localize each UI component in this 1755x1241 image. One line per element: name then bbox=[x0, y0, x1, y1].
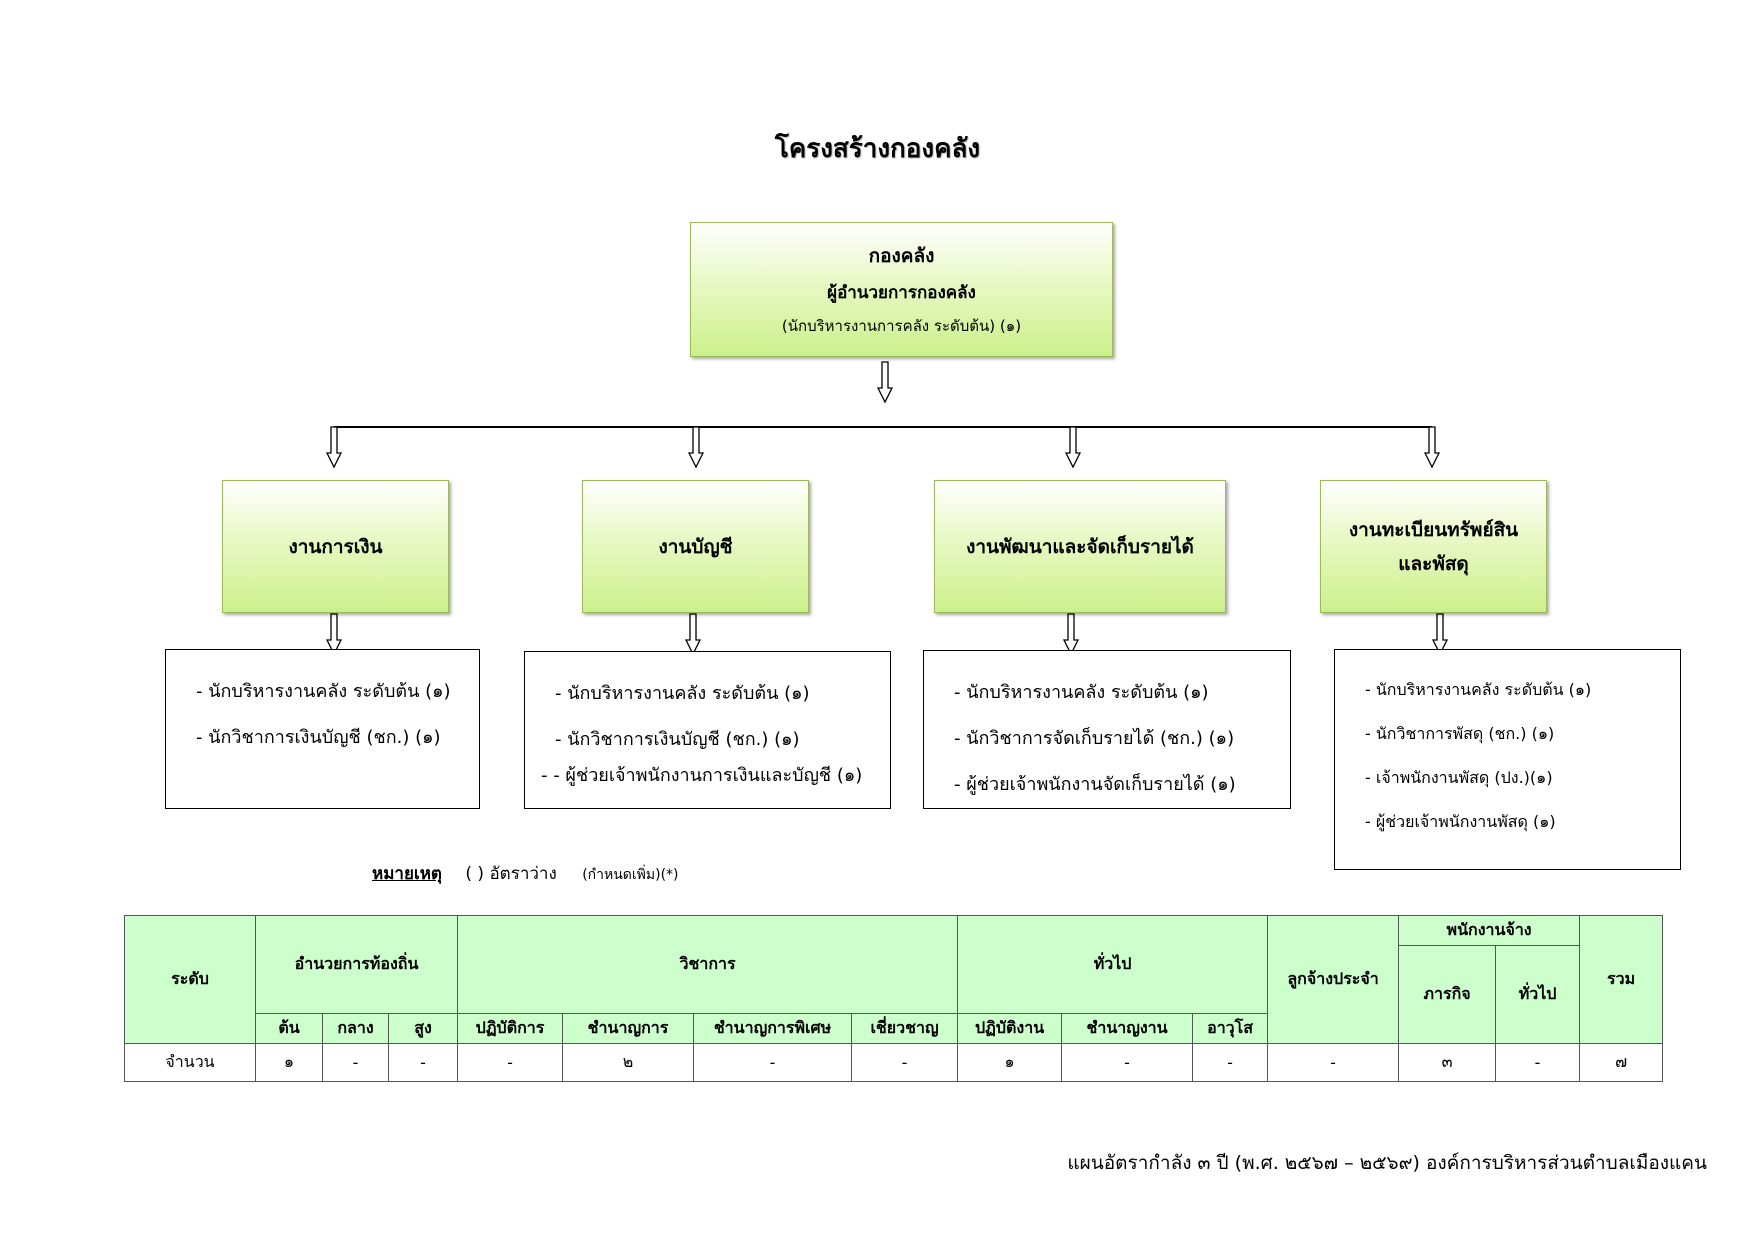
table-cell: - bbox=[387, 1043, 459, 1082]
arrow-bus-unit2 bbox=[688, 426, 704, 468]
note-legend: หมายเหตุ ( ) อัตราว่าง (กำหนดเพิ่ม)(*) bbox=[372, 860, 679, 887]
staff-item: - นักวิชาการเงินบัญชี (ชก.) (๑) bbox=[196, 727, 441, 748]
table-cell: ๓ bbox=[1398, 1043, 1497, 1082]
top-box-division-name: กองคลัง bbox=[868, 245, 935, 267]
staff-item: - นักบริหารงานคลัง ระดับต้น (๑) bbox=[555, 683, 810, 704]
note-added: (กำหนดเพิ่ม)(*) bbox=[582, 867, 679, 883]
header-academic-professional: ชำนาญการ bbox=[562, 1013, 695, 1044]
staff-item: - นักวิชาการพัสดุ (ชก.) (๑) bbox=[1365, 724, 1555, 743]
staff-box-revenue: - นักบริหารงานคลัง ระดับต้น (๑) - นักวิช… bbox=[923, 650, 1291, 809]
unit-name-line2: และพัสดุ bbox=[1398, 552, 1469, 575]
table-cell: ๗ bbox=[1579, 1043, 1664, 1082]
table-cell: ๒ bbox=[562, 1043, 695, 1082]
header-total: รวม bbox=[1579, 915, 1664, 1044]
table-cell: - bbox=[457, 1043, 564, 1082]
header-permanent-employee: ลูกจ้างประจำ bbox=[1267, 915, 1400, 1044]
header-academic-practitioner: ปฏิบัติการ bbox=[457, 1013, 564, 1044]
footer-text: แผนอัตรากำลัง ๓ ปี (พ.ศ. ๒๕๖๗ – ๒๕๖๙) อง… bbox=[1067, 1152, 1707, 1174]
header-local-admin: อำนวยการท้องถิ่น bbox=[254, 915, 459, 1014]
unit-box-assets-supplies: งานทะเบียนทรัพย์สิน และพัสดุ bbox=[1320, 480, 1547, 613]
header-local-middle: กลาง bbox=[322, 1013, 389, 1044]
header-contract-mission: ภารกิจ bbox=[1398, 945, 1497, 1044]
table-cell: ๑ bbox=[957, 1043, 1063, 1082]
staff-item: - นักบริหารงานคลัง ระดับต้น (๑) bbox=[1365, 680, 1592, 699]
table-cell: - bbox=[693, 1043, 853, 1082]
staff-item: - นักบริหารงานคลัง ระดับต้น (๑) bbox=[196, 681, 451, 702]
header-level: ระดับ bbox=[124, 915, 256, 1044]
arrow-unit3-staff bbox=[1063, 613, 1079, 655]
table-cell: - bbox=[322, 1043, 389, 1082]
note-vacant: ( ) อัตราว่าง bbox=[465, 864, 557, 884]
staff-item: - นักวิชาการจัดเก็บรายได้ (ชก.) (๑) bbox=[954, 728, 1235, 749]
table-cell: - bbox=[851, 1043, 959, 1082]
arrow-bus-unit3 bbox=[1065, 426, 1081, 468]
staffing-rates-table: ระดับ อำนวยการท้องถิ่น วิชาการ ทั่วไป ลู… bbox=[124, 915, 1664, 1082]
top-box-position: (นักบริหารงานการคลัง ระดับต้น) (๑) bbox=[781, 317, 1022, 335]
unit-box-accounting: งานบัญชี bbox=[582, 480, 809, 613]
unit-box-revenue: งานพัฒนาและจัดเก็บรายได้ bbox=[934, 480, 1226, 613]
unit-name: งานพัฒนาและจัดเก็บรายได้ bbox=[966, 535, 1194, 558]
note-label: หมายเหตุ bbox=[372, 864, 442, 884]
header-general-senior: อาวุโส bbox=[1192, 1013, 1269, 1044]
unit-box-finance: งานการเงิน bbox=[222, 480, 449, 613]
staff-item: - ผู้ช่วยเจ้าพนักงานจัดเก็บรายได้ (๑) bbox=[954, 774, 1236, 795]
unit-name: งานบัญชี bbox=[658, 535, 733, 558]
header-contract-employee: พนักงานจ้าง bbox=[1398, 915, 1581, 946]
header-local-high: สูง bbox=[387, 1013, 459, 1044]
page-title: โครงสร้างกองคลัง bbox=[774, 134, 981, 164]
header-general: ทั่วไป bbox=[957, 915, 1269, 1014]
staff-item: - นักบริหารงานคลัง ระดับต้น (๑) bbox=[954, 682, 1209, 703]
row-label: จำนวน bbox=[124, 1043, 256, 1082]
header-contract-general: ทั่วไป bbox=[1495, 945, 1581, 1044]
staff-box-accounting: - นักบริหารงานคลัง ระดับต้น (๑) - นักวิช… bbox=[524, 651, 891, 809]
table-cell: - bbox=[1267, 1043, 1400, 1082]
staff-item: - ผู้ช่วยเจ้าพนักงานพัสดุ (๑) bbox=[1365, 812, 1556, 831]
arrow-bus-unit1 bbox=[326, 426, 342, 468]
unit-name: งานการเงิน bbox=[288, 535, 383, 558]
header-academic-expert: เชี่ยวชาญ bbox=[851, 1013, 959, 1044]
header-general-experienced: ชำนาญงาน bbox=[1061, 1013, 1194, 1044]
header-general-operation: ปฏิบัติงาน bbox=[957, 1013, 1063, 1044]
staff-item: - เจ้าพนักงานพัสดุ (ปง.)(๑) bbox=[1365, 768, 1553, 787]
header-local-entry: ต้น bbox=[255, 1013, 323, 1044]
arrow-top-to-bus bbox=[877, 361, 893, 403]
staff-box-assets-supplies: - นักบริหารงานคลัง ระดับต้น (๑) - นักวิช… bbox=[1334, 649, 1681, 870]
top-box-finance-division: กองคลัง ผู้อำนวยการกองคลัง (นักบริหารงาน… bbox=[690, 222, 1113, 357]
arrow-bus-unit4 bbox=[1424, 426, 1440, 468]
staff-item: - - ผู้ช่วยเจ้าพนักงานการเงินและบัญชี (๑… bbox=[541, 765, 863, 786]
header-academic: วิชาการ bbox=[457, 915, 959, 1014]
top-box-director-title: ผู้อำนวยการกองคลัง bbox=[827, 283, 976, 303]
header-academic-senior: ชำนาญการพิเศษ bbox=[693, 1013, 853, 1044]
unit-name-line1: งานทะเบียนทรัพย์สิน bbox=[1348, 518, 1519, 541]
arrow-unit2-staff bbox=[685, 613, 701, 655]
table-row: จำนวน ๑ - - - ๒ - - ๑ - - - ๓ - ๗ bbox=[124, 1043, 1664, 1082]
staff-box-finance: - นักบริหารงานคลัง ระดับต้น (๑) - นักวิช… bbox=[165, 649, 480, 809]
table-cell: - bbox=[1495, 1043, 1581, 1082]
table-cell: - bbox=[1192, 1043, 1269, 1082]
staff-item: - นักวิชาการเงินบัญชี (ชก.) (๑) bbox=[555, 729, 800, 750]
arrow-unit4-staff bbox=[1432, 613, 1448, 655]
table-cell: - bbox=[1061, 1043, 1194, 1082]
arrow-unit1-staff bbox=[326, 613, 342, 655]
table-cell: ๑ bbox=[255, 1043, 323, 1082]
